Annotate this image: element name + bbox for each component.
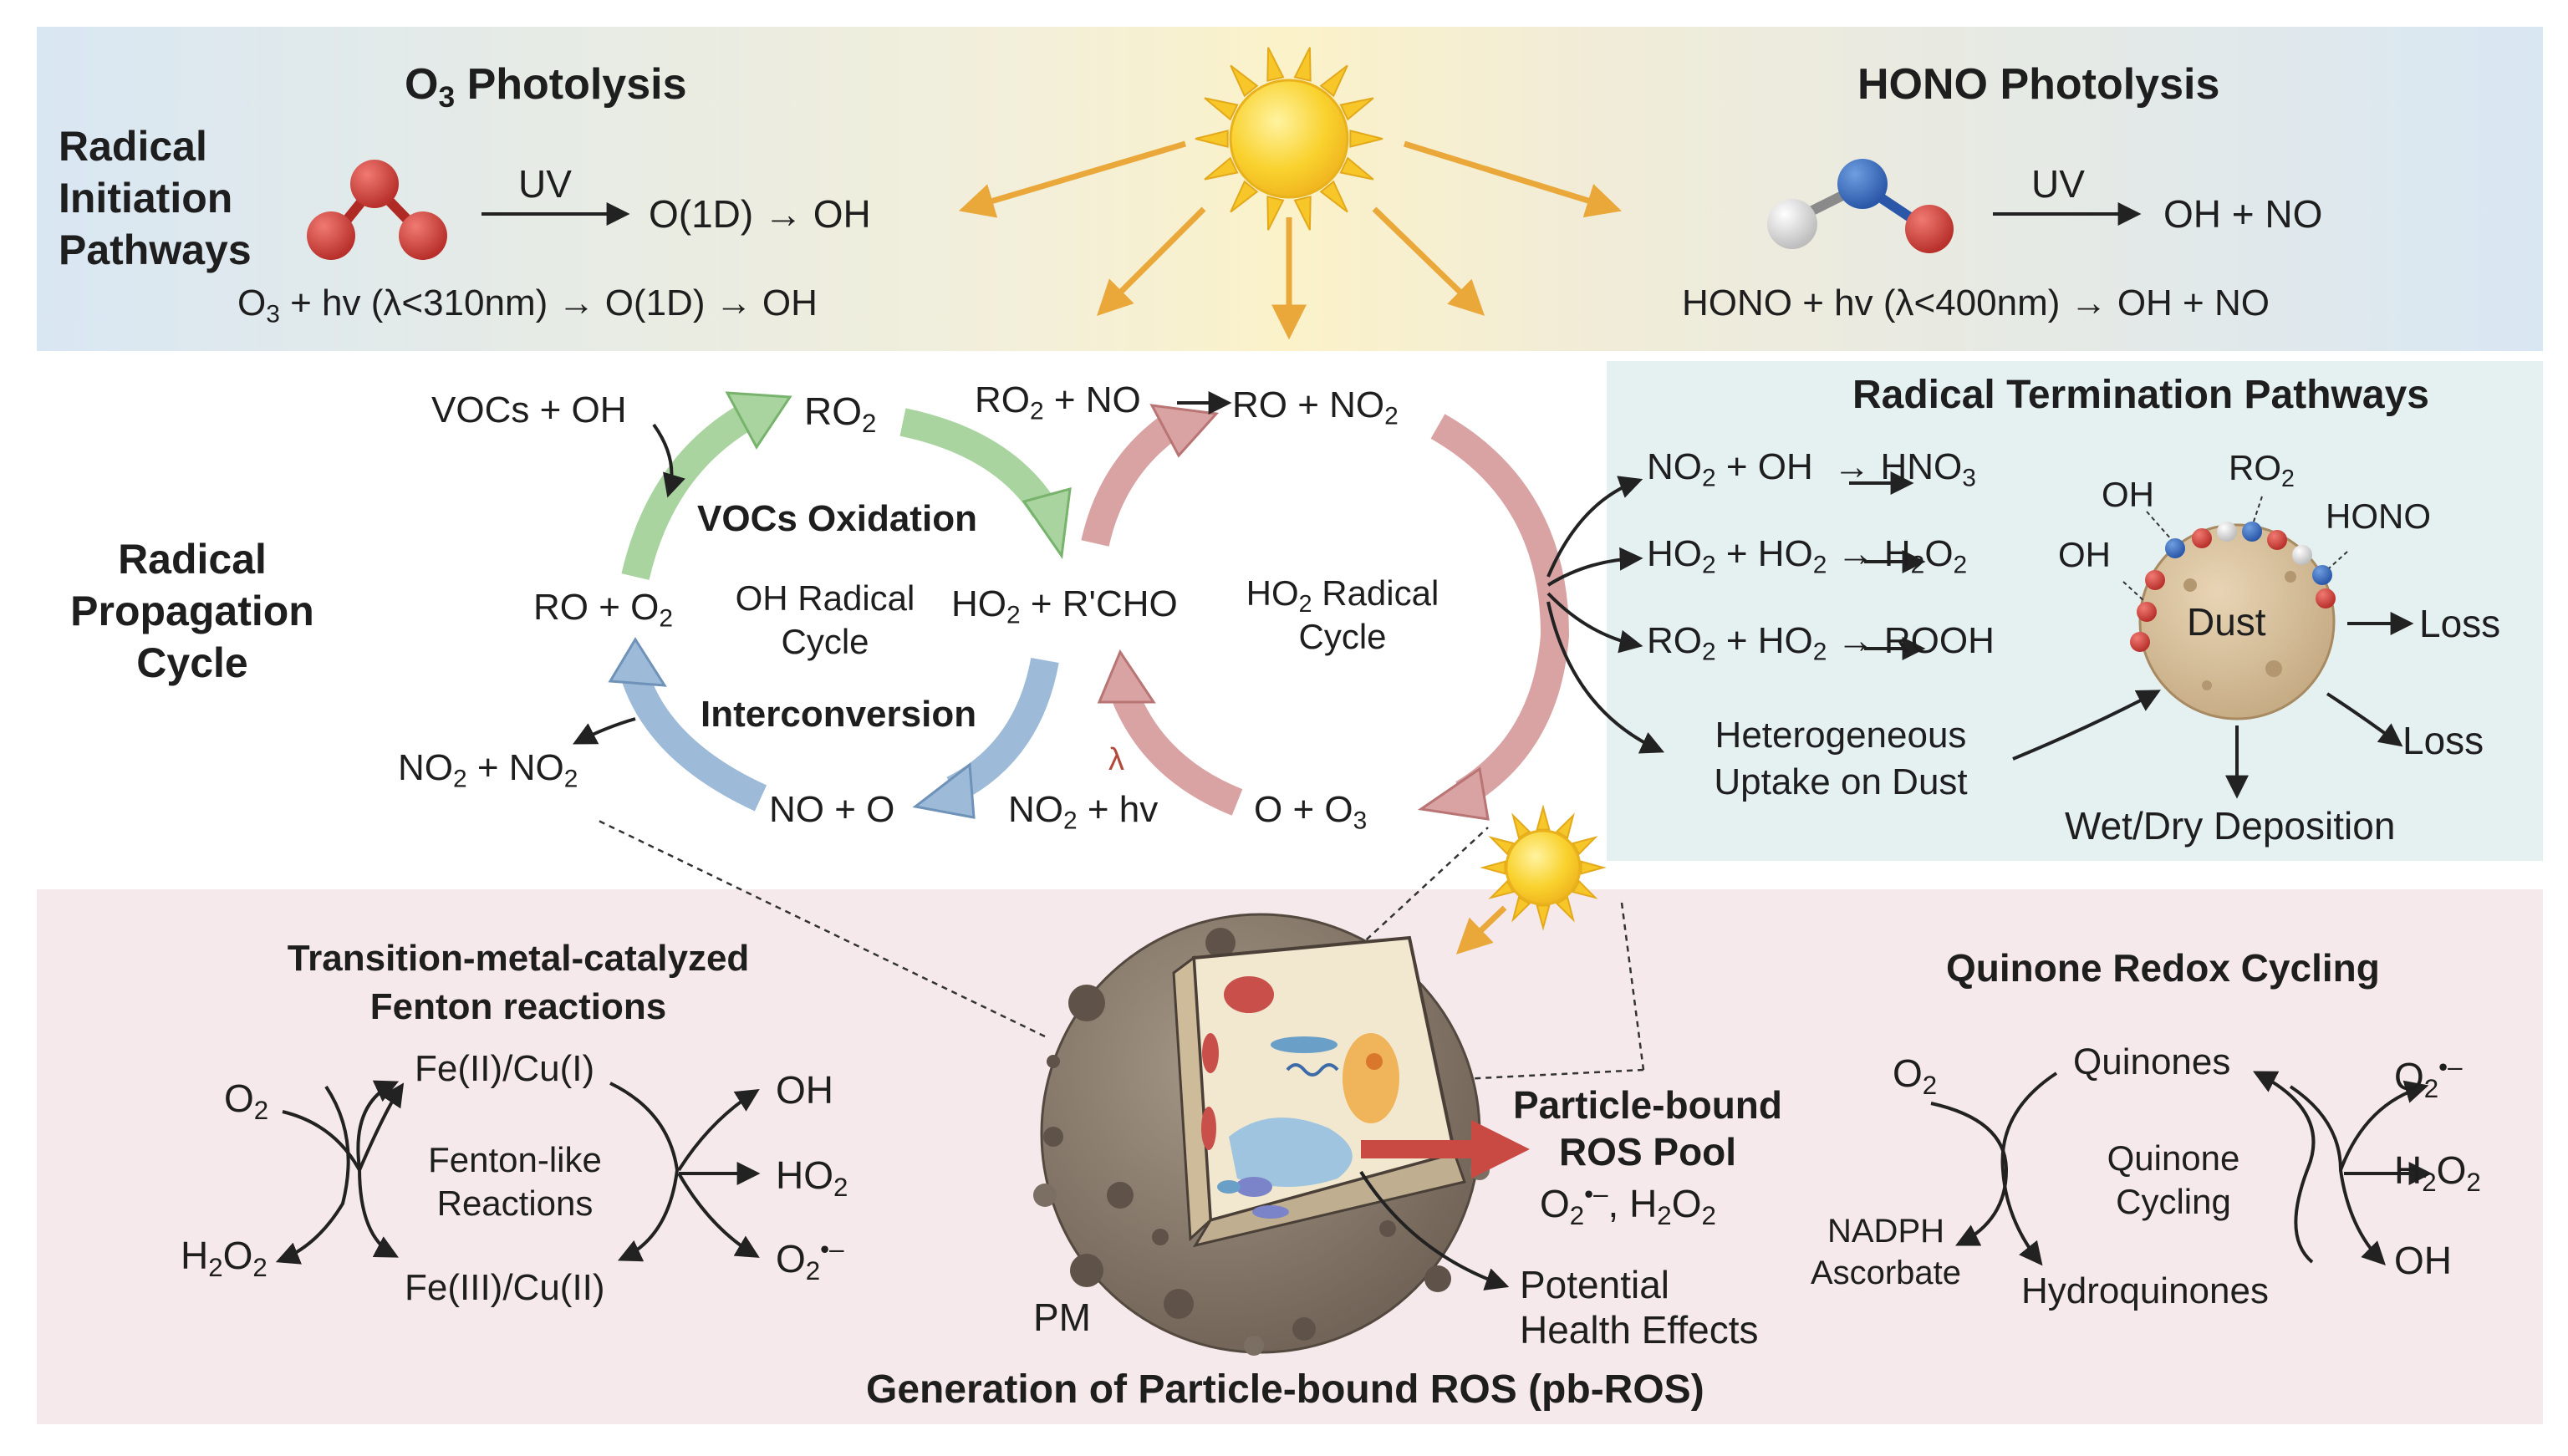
- sun-ray: [1349, 130, 1383, 148]
- sun-ray: [1230, 64, 1259, 98]
- dust-oh-label-a: OH: [2102, 475, 2154, 514]
- o3-uv-label: UV: [518, 162, 572, 206]
- fe3-label: Fe(III)/Cu(II): [405, 1267, 605, 1308]
- quinone-out-o2: O2•–: [2394, 1051, 2463, 1103]
- dust-label: Dust: [2187, 600, 2266, 644]
- ho2-rcho-label: HO2 + R'CHO: [951, 583, 1178, 629]
- green-arc-arrow: [621, 405, 752, 580]
- initiation-section-label: Radical Initiation Pathways: [59, 123, 252, 273]
- sun-ray: [1319, 180, 1348, 213]
- sun-ray: [1195, 130, 1229, 148]
- dust-particle-icon: [2122, 496, 2348, 720]
- sun-ray: [1536, 904, 1551, 931]
- hono-molecule-icon: [1767, 159, 1954, 253]
- small-sun-icon: [1455, 804, 1607, 955]
- quinone-title: Quinone Redox Cycling: [1946, 946, 2380, 990]
- ro-no2-label: RO + NO2: [1232, 384, 1399, 430]
- propagation-section-label: Radical Propagation Cycle: [70, 536, 314, 686]
- pm-label: PM: [1033, 1296, 1091, 1339]
- sun-ray: [1580, 860, 1607, 875]
- vocs-oxidation-label: VOCs Oxidation: [697, 498, 977, 539]
- pbros-title: Generation of Particle-bound ROS (pb-ROS…: [866, 1367, 1704, 1412]
- fe2-label: Fe(II)/Cu(I): [415, 1048, 595, 1089]
- fenton-out-oh: OH: [776, 1068, 833, 1112]
- no-o-label: NO + O: [769, 789, 895, 830]
- hono-product: OH + NO: [2163, 192, 2323, 236]
- vocs-oh-arrow: [652, 423, 685, 498]
- quinone-cycle-arrows: [1930, 1071, 2433, 1266]
- o3-product: O(1D) → OH: [649, 192, 871, 236]
- ho2-radical-cycle-arrows: [1081, 404, 1570, 821]
- deposition-label: Wet/Dry Deposition: [2065, 804, 2396, 848]
- loss-label-1: Loss: [2419, 602, 2501, 645]
- no2-no2-label: NO2 + NO2: [398, 747, 578, 793]
- to-no2-no2-arrow: [573, 717, 636, 745]
- sun-ray: [1204, 156, 1239, 181]
- sun-ray: [1536, 804, 1551, 831]
- vocs-oh-label: VOCs + OH: [431, 389, 627, 430]
- sun-ray: [1339, 156, 1374, 181]
- ros-release-arrow: [1361, 1120, 1530, 1179]
- dust-oh-label-b: OH: [2058, 535, 2111, 574]
- sunlight-rays: [958, 140, 1623, 340]
- o-o3-label: O + O3: [1254, 789, 1368, 835]
- lambda-label: λ: [1108, 742, 1124, 777]
- quinone-out-h2o2: H2O2: [2394, 1148, 2481, 1197]
- termination-arrows: [1546, 471, 2414, 799]
- health-effects-arrow: [1359, 1170, 1510, 1291]
- termination-panel: [1607, 361, 2543, 861]
- sun-ray: [1480, 860, 1506, 875]
- loss-label-2: Loss: [2402, 719, 2484, 762]
- ro2-no-label: RO2 + NO: [975, 379, 1141, 425]
- quinones-label: Quinones: [2073, 1041, 2231, 1082]
- no2-hv-label: NO2 + hv: [1008, 789, 1159, 835]
- hono-photolysis-title: HONO Photolysis: [1857, 60, 2220, 109]
- ro-o2-label: RO + O2: [533, 587, 674, 633]
- fenton-out-ho2: HO2: [776, 1153, 848, 1202]
- termination-reaction-3: RO2 + HO2 → ROOH: [1647, 620, 1995, 666]
- termination-reaction-2: HO2 + HO2 → H2O2: [1647, 533, 1968, 579]
- hydroquinones-label: Hydroquinones: [2021, 1270, 2269, 1311]
- hono-equation: HONO + hv (λ<400nm) → OH + NO: [1682, 283, 2270, 323]
- sun-ray: [1204, 97, 1239, 121]
- dust-ro2-label: RO2: [2229, 448, 2295, 492]
- ozone-molecule-icon: [307, 160, 447, 260]
- dust-hono-label: HONO: [2326, 496, 2431, 536]
- fenton-o2-label: O2: [224, 1077, 269, 1125]
- ros-pool-species: O2•–, H2O2: [1540, 1179, 1716, 1230]
- ro2-label: RO2: [804, 389, 877, 438]
- sun-ray: [1293, 196, 1312, 231]
- interconversion-label: Interconversion: [701, 694, 977, 735]
- pm-particle-icon: [1033, 913, 1490, 1356]
- quinone-o2-label: O2: [1893, 1051, 1938, 1100]
- sun-icon: [1195, 47, 1383, 231]
- sun-ray: [1230, 180, 1259, 213]
- termination-reaction-1: NO2 + OH → HNO3: [1647, 446, 1976, 492]
- o3-photolysis-title: O3 Photolysis: [405, 60, 687, 114]
- hono-uv-label: UV: [2031, 162, 2085, 206]
- fenton-out-o2: O2•–: [776, 1234, 844, 1285]
- sun-ray: [1339, 97, 1374, 121]
- quinone-out-oh: OH: [2394, 1239, 2452, 1282]
- termination-title: Radical Termination Pathways: [1852, 373, 2429, 417]
- sun-ray: [1319, 64, 1348, 98]
- sun-ray: [1293, 47, 1312, 82]
- fenton-cycle-arrows: [275, 1080, 761, 1265]
- sun-ray: [1266, 196, 1285, 231]
- o3-equation: O3 + hv (λ<310nm) → O(1D) → OH: [237, 283, 818, 328]
- fenton-h2o2-label: H2O2: [181, 1234, 268, 1282]
- sun-ray: [1266, 47, 1285, 82]
